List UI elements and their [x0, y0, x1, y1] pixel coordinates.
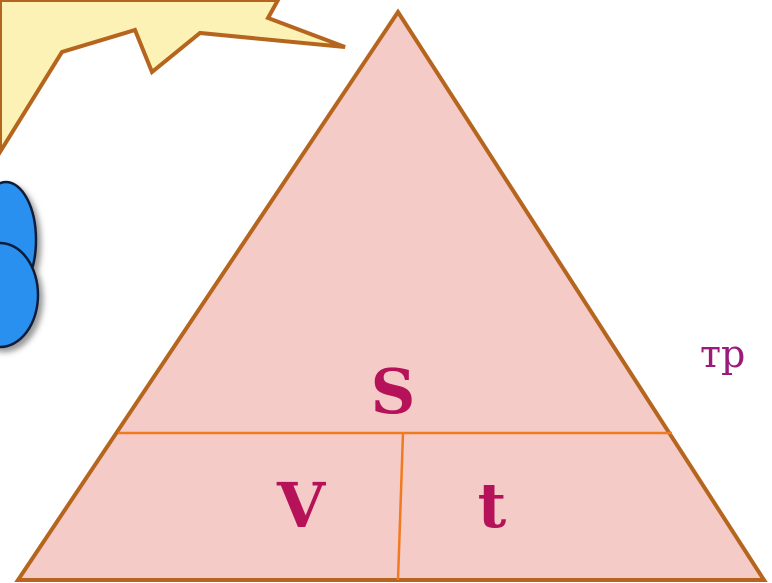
- formula-triangle: [18, 12, 764, 580]
- starburst-callout: [0, 0, 345, 152]
- blue-cloud-shape: [0, 182, 38, 347]
- top-label-s: S: [371, 355, 416, 428]
- bottom-left-label-v: V: [276, 469, 326, 542]
- side-text-fragment: тр: [700, 332, 745, 376]
- bottom-right-label-t: t: [478, 469, 507, 542]
